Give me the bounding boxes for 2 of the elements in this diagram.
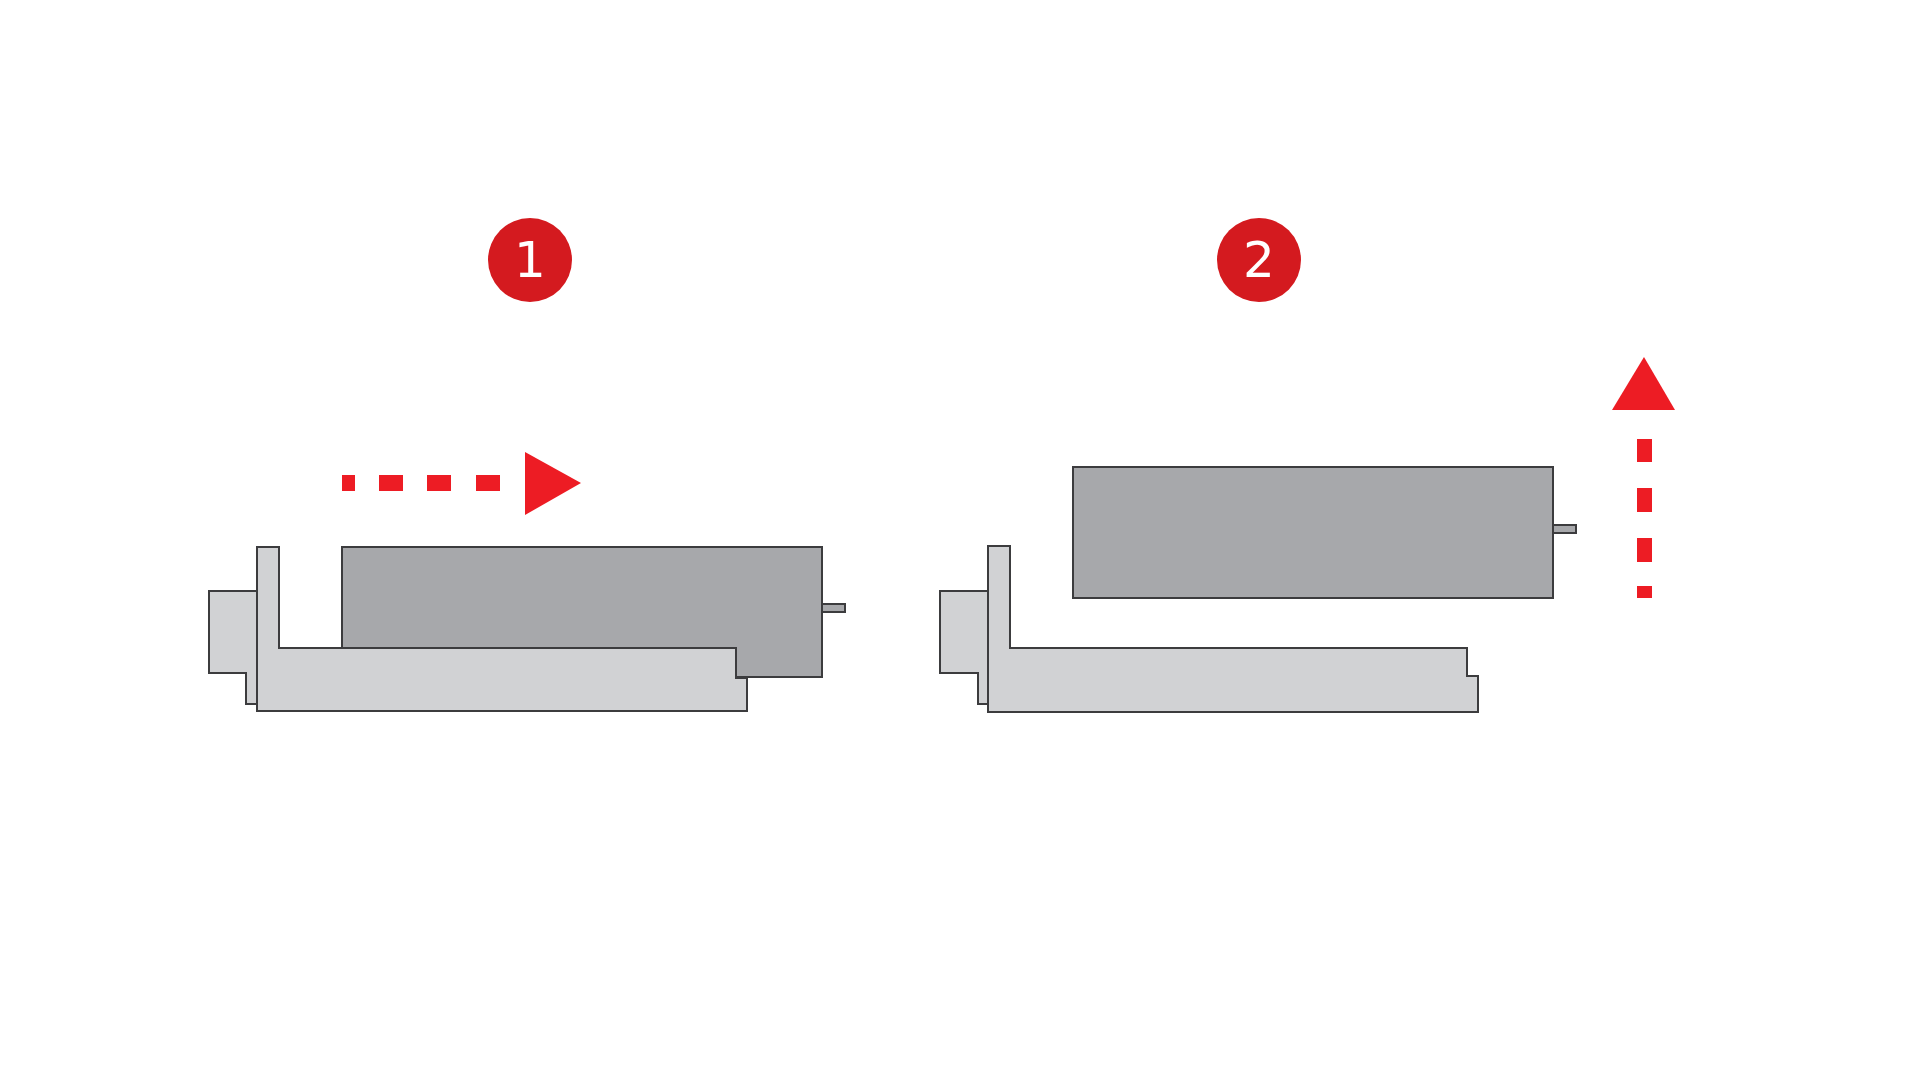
step-number: 2 <box>1243 235 1275 285</box>
step-number: 1 <box>514 235 546 285</box>
